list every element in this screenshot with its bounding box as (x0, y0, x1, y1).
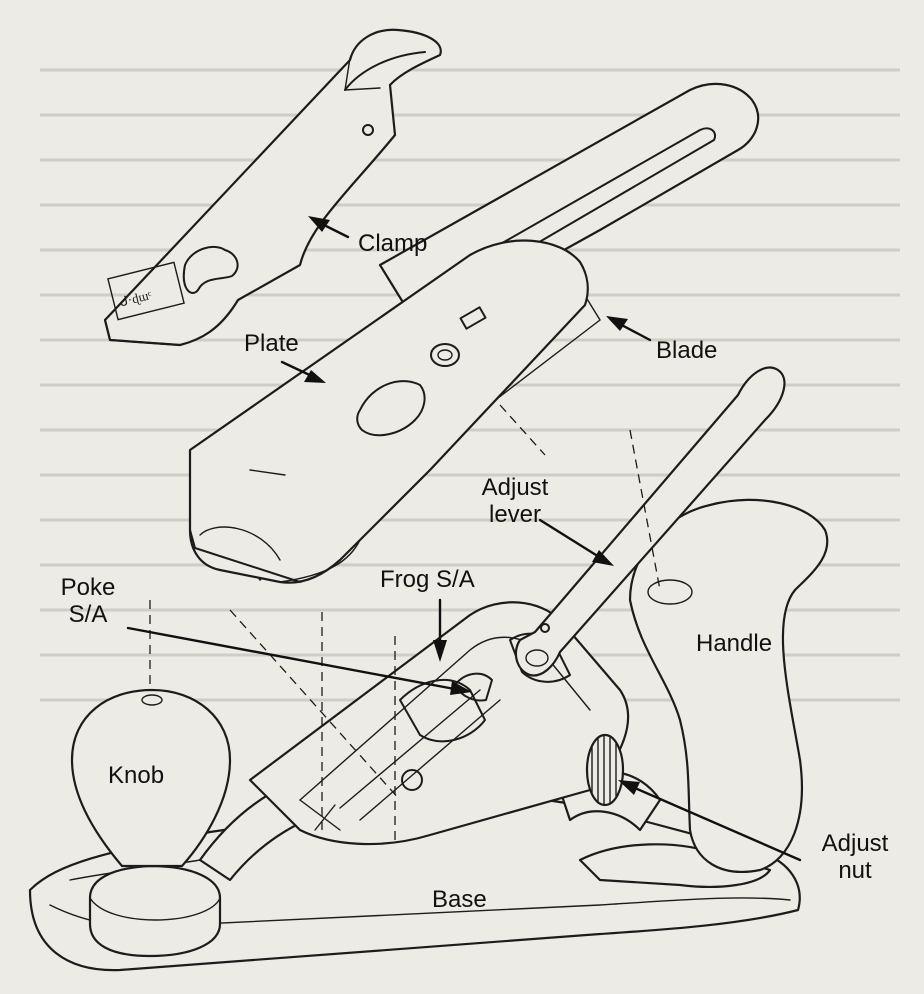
blade-label: Blade (656, 337, 718, 364)
adjust-nut-label-line2: nut (838, 857, 872, 884)
plate-part (188, 239, 589, 584)
adjust-nut-label: Adjust nut (800, 830, 910, 884)
poke-label-line1: Poke (60, 574, 116, 601)
adjust-lever-label: Adjust lever (460, 474, 570, 528)
poke-label-line2: S/A (68, 601, 108, 628)
poke-label: Poke S/A (48, 574, 128, 628)
base-label: Base (432, 886, 487, 913)
adjust-lever-part (514, 366, 786, 677)
frog-label: Frog S/A (380, 566, 475, 593)
assembly-dashed-lines (149, 404, 661, 840)
plate-label: Plate (244, 330, 299, 357)
clamp-label: Clamp (358, 230, 428, 257)
clamp-part: ᒍ·ɖɯᶜ (103, 28, 442, 347)
adjust-lever-label-line1: Adjust (481, 474, 549, 501)
adjust-lever-label-line2: lever (488, 501, 542, 528)
knob-label: Knob (108, 762, 165, 789)
adjust-nut-label-line1: Adjust (821, 830, 889, 857)
handle-label: Handle (696, 630, 773, 657)
leader-arrows (126, 216, 802, 862)
handle-part (628, 498, 829, 873)
knob-part (70, 688, 232, 958)
